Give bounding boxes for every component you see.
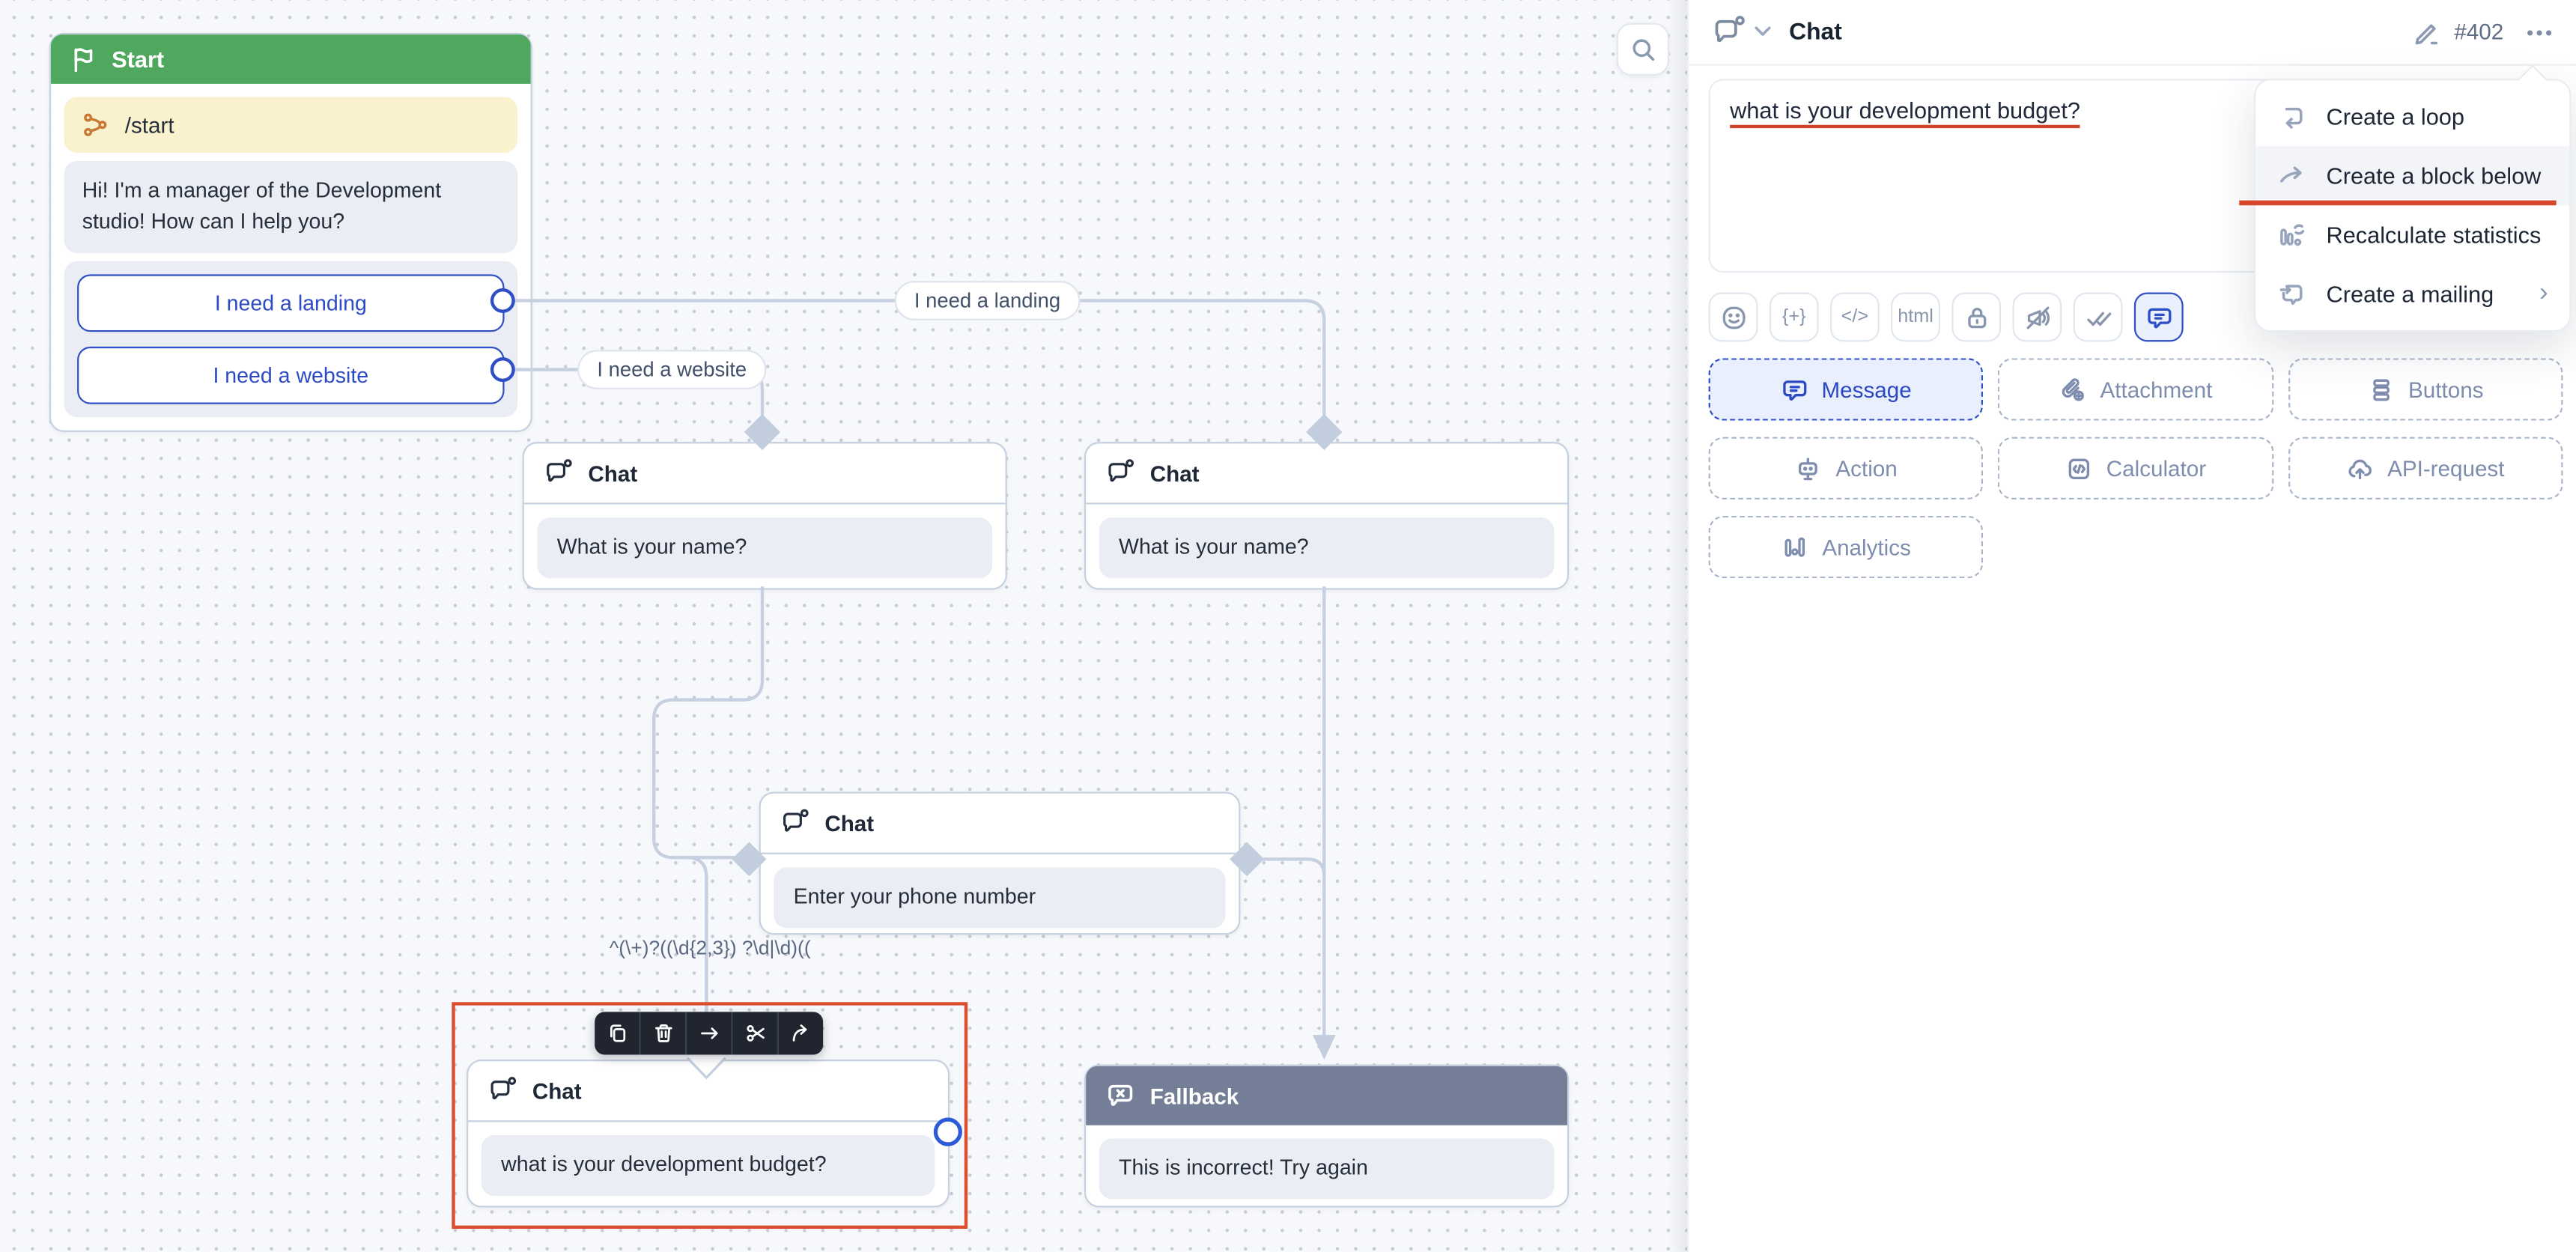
arrow-right-icon[interactable]: [684, 1012, 731, 1055]
notification-off-icon[interactable]: [2012, 292, 2062, 342]
node-title: Chat: [588, 461, 638, 486]
branch-icon: [82, 112, 109, 138]
node-title: Chat: [532, 1078, 582, 1104]
node-message: What is your name?: [537, 517, 993, 578]
flag-icon: [70, 46, 97, 73]
double-check-icon[interactable]: [2073, 292, 2123, 342]
lock-icon[interactable]: [1951, 292, 2002, 342]
menu-item-recalculate-statistics[interactable]: Recalculate statistics: [2255, 205, 2569, 264]
calculator-icon: [2068, 458, 2090, 478]
fallback-bubble-icon: [1105, 1081, 1134, 1110]
search-icon: [1629, 35, 1656, 63]
menu-item-create-a-mailing[interactable]: Create a mailing ›: [2255, 264, 2569, 323]
selection-rect: [452, 1002, 968, 1230]
emoji-icon[interactable]: [1708, 292, 1758, 342]
fallback-arrowhead: [1312, 1035, 1336, 1060]
block-button-action[interactable]: Action: [1708, 437, 1984, 499]
share-icon[interactable]: [777, 1012, 823, 1055]
editor-text: what is your development budget?: [1730, 97, 2081, 129]
edge-chat-a-to-phone: [651, 586, 765, 860]
block-button-message[interactable]: Message: [1708, 358, 1984, 421]
flow-button-website[interactable]: I need a website: [77, 346, 505, 404]
node-message: This is incorrect! Try again: [1099, 1138, 1555, 1200]
chat-bubble-icon: [488, 1076, 517, 1105]
chat-bubble-icon: [1712, 15, 1746, 49]
start-buttons-group: I need a landing I need a website: [64, 261, 518, 417]
block-button-calculator[interactable]: Calculator: [1998, 437, 2273, 499]
edge-label-landing: I need a landing: [894, 281, 1081, 320]
start-command[interactable]: /start: [64, 97, 518, 154]
message-icon: [1782, 380, 1806, 400]
block-button-attachment[interactable]: Attachment: [1998, 358, 2273, 421]
submenu-chevron-icon: ›: [2539, 279, 2548, 308]
analytics-icon: [1784, 536, 1805, 556]
node-title: Chat: [1149, 461, 1200, 486]
canvas-panel-shadow: [1667, 0, 1688, 1252]
copy-icon[interactable]: [595, 1012, 639, 1054]
variable-icon[interactable]: {+}: [1769, 292, 1819, 342]
mailing-icon: [2277, 279, 2306, 309]
panel-header: Chat #402 •••: [1689, 0, 2576, 66]
node-start-header: Start: [51, 34, 531, 84]
node-title: Start: [112, 46, 165, 73]
chat-bubble-icon: [780, 808, 809, 837]
message-icon[interactable]: [2133, 292, 2184, 342]
block-id: #402: [2454, 19, 2504, 45]
block-button-api-request[interactable]: API-request: [2288, 437, 2563, 499]
block-button-analytics[interactable]: Analytics: [1708, 515, 1984, 579]
search-button[interactable]: [1616, 22, 1669, 76]
html-icon[interactable]: html: [1891, 292, 1940, 342]
action-icon: [1799, 457, 1818, 480]
scissors-icon[interactable]: [731, 1012, 777, 1055]
flow-canvas[interactable]: Start /start Hi! I'm a manager of the De…: [0, 0, 1688, 1252]
node-message: What is your name?: [1099, 517, 1555, 578]
flow-button-landing[interactable]: I need a landing: [77, 273, 505, 332]
edge-phone-stub: [1255, 857, 1326, 876]
chevron-down-icon[interactable]: [1755, 26, 1771, 37]
node-chat-name-right[interactable]: Chat What is your name?: [1084, 442, 1570, 590]
node-title: Chat: [824, 810, 875, 836]
chat-bubble-icon: [1105, 458, 1134, 487]
code-icon[interactable]: </>: [1829, 292, 1880, 342]
node-toolbar: [595, 1012, 824, 1055]
start-message: Hi! I'm a manager of the Development stu…: [64, 161, 518, 253]
start-command-text: /start: [124, 112, 174, 138]
node-message: what is your development budget?: [481, 1134, 935, 1196]
message-editor[interactable]: what is your development budget?: [1708, 79, 2560, 273]
node-start[interactable]: Start /start Hi! I'm a manager of the De…: [49, 32, 532, 432]
statistics-icon: [2277, 220, 2306, 249]
trash-icon[interactable]: [639, 1012, 684, 1055]
format-toolbar: {+} </> html: [1708, 292, 2184, 342]
pencil-icon[interactable]: [2413, 19, 2439, 45]
edge-label-regex: ^(\+)?((\d{2,3}) ?\d|\d)((: [609, 936, 811, 960]
node-chat-budget[interactable]: Chat what is your development budget?: [467, 1060, 950, 1208]
block-button-buttons[interactable]: Buttons: [2288, 358, 2563, 421]
attachment-icon: [2062, 377, 2085, 401]
node-chat-name-left[interactable]: Chat What is your name?: [522, 442, 1007, 590]
more-menu-button[interactable]: •••: [2526, 20, 2555, 44]
menu-item-create-a-loop[interactable]: Create a loop: [2255, 87, 2569, 146]
chat-bubble-icon: [544, 458, 573, 487]
node-chat-phone[interactable]: Chat Enter your phone number: [759, 791, 1241, 935]
menu-red-divider: [2239, 200, 2557, 205]
buttons-icon: [2373, 378, 2390, 401]
panel-title: Chat: [1789, 19, 1842, 46]
api-request-icon: [2348, 458, 2372, 478]
arrow-curve-icon: [2277, 161, 2306, 190]
loop-icon: [2277, 102, 2306, 131]
node-title: Fallback: [1149, 1083, 1239, 1108]
node-message: Enter your phone number: [774, 867, 1226, 929]
block-type-buttons: Message Attachment Buttons Action Calcul…: [1708, 358, 2563, 579]
menu-item-create-a-block-below[interactable]: Create a block below: [2255, 146, 2570, 206]
context-menu: Create a loop Create a block below Recal…: [2254, 79, 2572, 332]
node-fallback[interactable]: Fallback This is incorrect! Try again: [1084, 1064, 1570, 1208]
edge-label-website: I need a website: [577, 350, 767, 389]
